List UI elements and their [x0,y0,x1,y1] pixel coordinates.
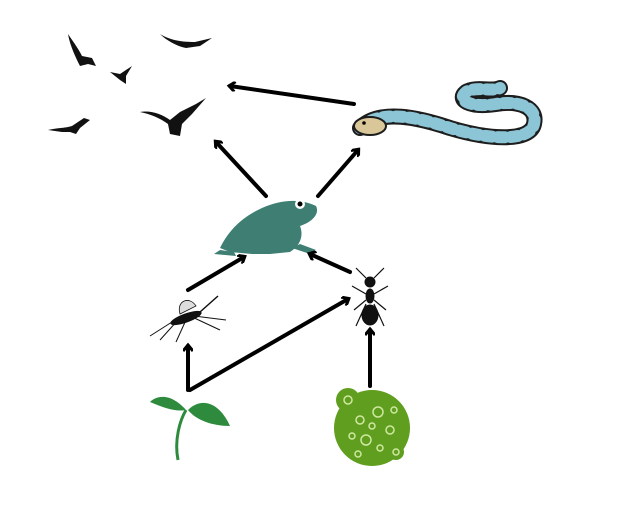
mosquito-icon [149,295,227,343]
frog-icon [214,199,318,256]
algae-icon [334,388,410,466]
arrow-frog-to-snake [316,150,358,198]
arrow-frog-to-birds [216,142,268,198]
ant-icon [351,267,389,327]
arrow-snake-to-birds [230,86,356,106]
plant-sprout-icon [150,396,230,461]
birds-icon [48,34,212,136]
arrow-mosquito-to-frog [186,257,244,292]
arrow-ant-to-frog [310,254,352,274]
arrow-plant-to-ant [188,299,348,392]
arrows [186,86,370,392]
snake-icon [352,80,543,146]
